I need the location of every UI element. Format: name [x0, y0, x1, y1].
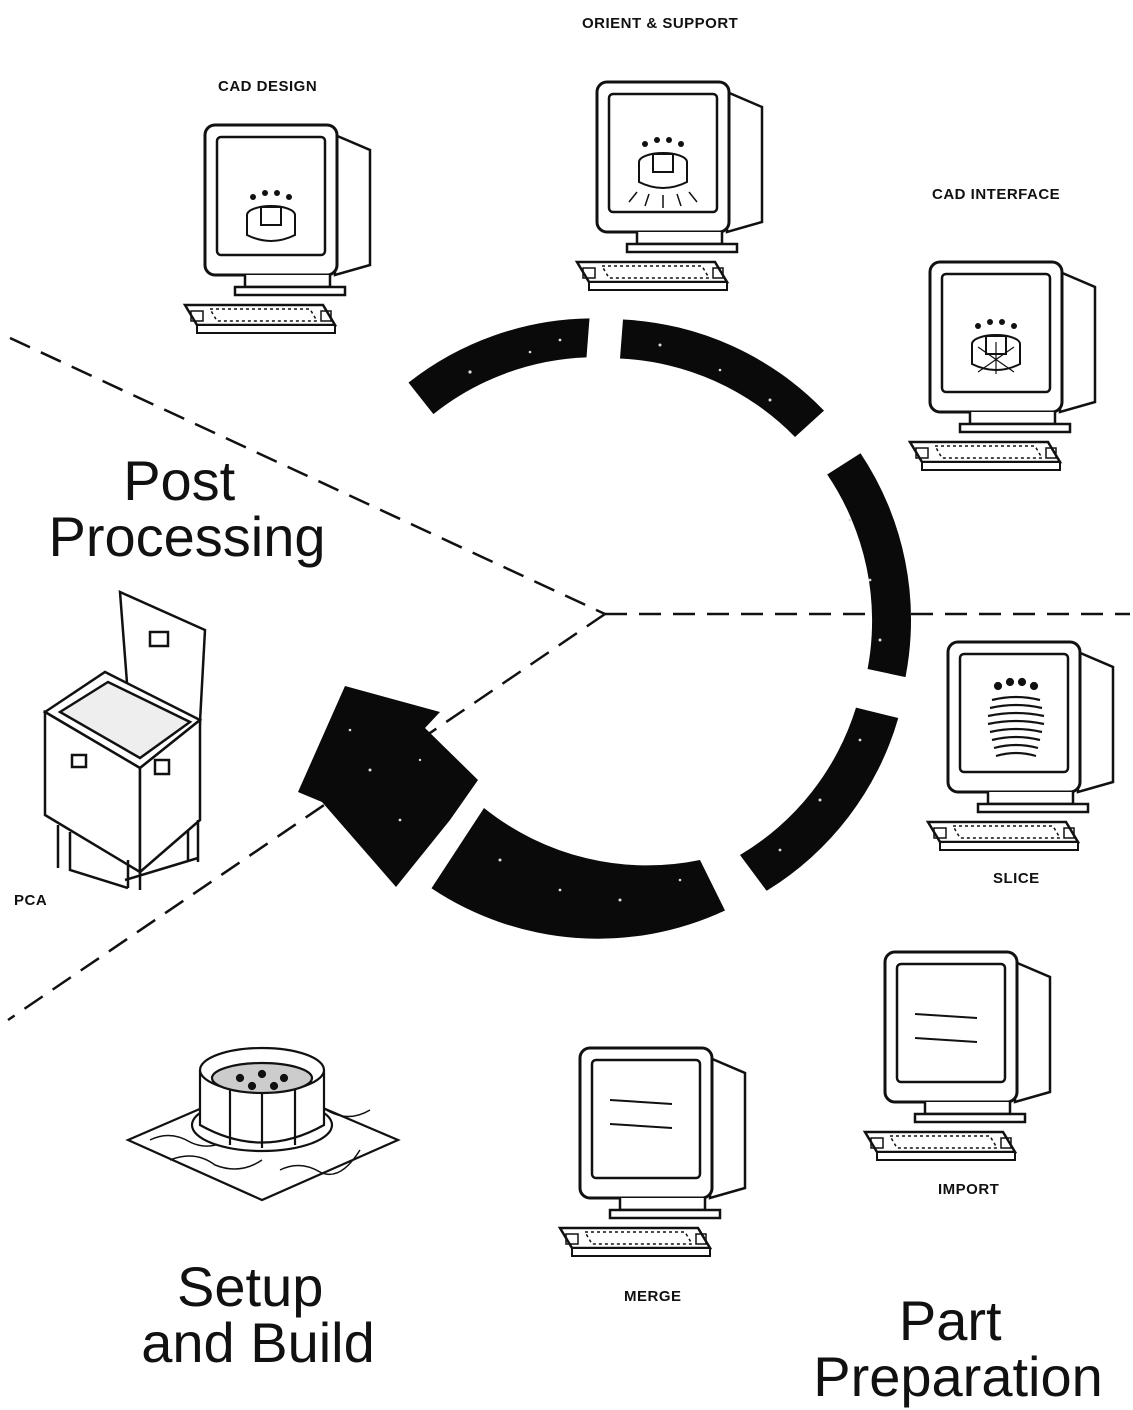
merge-station: [558, 1046, 747, 1258]
process-cycle-ring: [298, 318, 912, 939]
divider-post-processing-upper: [9, 336, 606, 616]
pca-cabinet-icon: [42, 590, 207, 890]
phase-post-processing-line2: Processing: [48, 505, 325, 568]
divider-setup-build: [7, 612, 606, 1022]
ring-arrowhead: [298, 686, 478, 887]
ring-segment-3: [827, 453, 912, 678]
build-platform-icon: [125, 1046, 401, 1202]
phase-post-processing-line1: Post: [123, 449, 235, 512]
ring-texture: [348, 338, 882, 902]
label-orient-support: ORIENT & SUPPORT: [582, 15, 738, 32]
phase-post-processing: Post Processing: [48, 449, 325, 568]
label-cad-interface: CAD INTERFACE: [932, 186, 1060, 203]
label-pca: PCA: [14, 892, 47, 909]
sliced-part-icon: [987, 677, 1045, 758]
phase-setup-build: Setup and Build: [141, 1255, 375, 1374]
ring-segment-1: [408, 318, 590, 415]
label-slice: SLICE: [993, 870, 1040, 887]
text-lines-icon: [914, 1013, 978, 1043]
cad-interface-station: [908, 260, 1097, 472]
text-lines-icon: [609, 1099, 673, 1129]
label-import: IMPORT: [938, 1181, 999, 1198]
label-cad-design: CAD DESIGN: [218, 78, 317, 95]
orient-support-station: [575, 80, 764, 292]
phase-setup-build-line2: and Build: [141, 1311, 375, 1374]
phase-part-preparation: Part Preparation: [813, 1289, 1103, 1408]
cad-design-station: [183, 123, 372, 335]
phase-dividers: [7, 336, 1130, 1022]
slice-station: [926, 640, 1115, 852]
label-merge: MERGE: [624, 1288, 682, 1305]
import-station: [863, 950, 1052, 1162]
phase-setup-build-line1: Setup: [177, 1255, 323, 1318]
ring-segment-2: [620, 319, 824, 437]
phase-part-preparation-line1: Part: [899, 1289, 1002, 1352]
phase-part-preparation-line2: Preparation: [813, 1345, 1103, 1408]
ring-segment-5: [431, 808, 725, 939]
